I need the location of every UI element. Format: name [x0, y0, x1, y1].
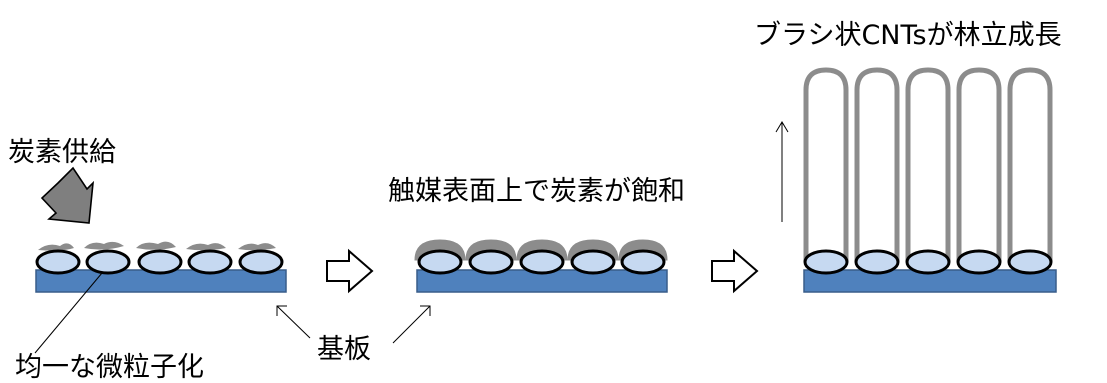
leader-arrow-substrate-2	[392, 305, 431, 344]
carbon-supply-arrow-icon	[40, 166, 95, 224]
catalyst-particles	[803, 249, 1053, 275]
catalyst-particle	[620, 249, 666, 275]
catalyst-particle	[35, 249, 81, 275]
catalyst-particles	[35, 249, 284, 275]
carbon-dab	[136, 241, 176, 250]
carbon-dab	[186, 243, 226, 251]
process-arrow-icon	[711, 248, 759, 294]
catalyst-particle	[137, 249, 183, 275]
label-carbon-supply: 炭素供給	[8, 137, 116, 168]
catalyst-particle	[803, 249, 849, 275]
label-uniform-particles: 均一な微粒子化	[15, 352, 204, 383]
carbon-dab	[38, 243, 74, 251]
catalyst-particle	[854, 249, 900, 275]
catalyst-particles	[417, 249, 666, 275]
catalyst-particle	[85, 249, 131, 275]
cnt-tubes	[803, 67, 1053, 262]
catalyst-particle	[905, 249, 951, 275]
stage-3	[775, 67, 1057, 293]
leader-line-particles	[34, 272, 103, 354]
catalyst-particle	[187, 249, 233, 275]
carbon-dab	[238, 243, 276, 251]
label-substrate: 基板	[317, 334, 371, 365]
label-cnt-growth: ブラシ状CNTsが林立成長	[754, 20, 1062, 51]
carbon-dab	[84, 241, 124, 250]
stage-1	[34, 166, 311, 354]
catalyst-particle	[570, 249, 616, 275]
cnt-tube	[956, 67, 1002, 262]
catalyst-particle	[468, 249, 514, 275]
catalyst-particle	[238, 249, 284, 275]
stage-2	[392, 239, 668, 344]
leader-arrow-substrate-1	[276, 305, 311, 339]
cnt-tube	[854, 67, 900, 262]
catalyst-particle	[956, 249, 1002, 275]
scattered-carbon-deposits	[38, 241, 276, 251]
cnt-tube	[803, 67, 849, 262]
catalyst-particle	[1007, 249, 1053, 275]
catalyst-particle	[417, 249, 463, 275]
cnt-tube	[1007, 67, 1053, 262]
catalyst-particle	[519, 249, 565, 275]
label-surface-saturation: 触媒表面上で炭素が飽和	[388, 176, 685, 207]
growth-direction-arrow-icon	[775, 121, 789, 222]
process-arrow-icon	[326, 248, 374, 294]
cnt-tube	[905, 67, 951, 262]
